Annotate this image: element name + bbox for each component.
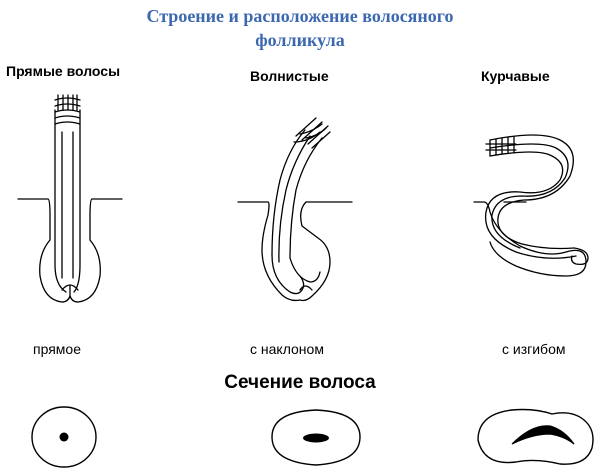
- caption-wavy-position: с наклоном: [250, 341, 324, 357]
- diagram-title: Строение и расположение волосяного фолли…: [0, 4, 600, 52]
- caption-straight-position: прямое: [33, 341, 81, 357]
- cross-section-heading: Сечение волоса: [224, 372, 376, 393]
- label-wavy-hair: Волнистые: [250, 68, 329, 84]
- label-straight-hair: Прямые волосы: [6, 63, 121, 79]
- title-line-1: Строение и расположение волосяного: [146, 6, 454, 26]
- kidney-cross-section: [472, 400, 597, 472]
- round-cross-section: [30, 405, 100, 470]
- curly-hair-follicle-illustration: [470, 120, 600, 290]
- wavy-hair-follicle-illustration: [230, 100, 370, 310]
- oval-cross-section: [265, 405, 365, 470]
- caption-curly-position: с изгибом: [502, 341, 566, 357]
- label-curly-hair: Курчавые: [481, 68, 550, 84]
- straight-hair-follicle-illustration: [0, 90, 140, 310]
- title-line-2: фолликула: [255, 30, 345, 50]
